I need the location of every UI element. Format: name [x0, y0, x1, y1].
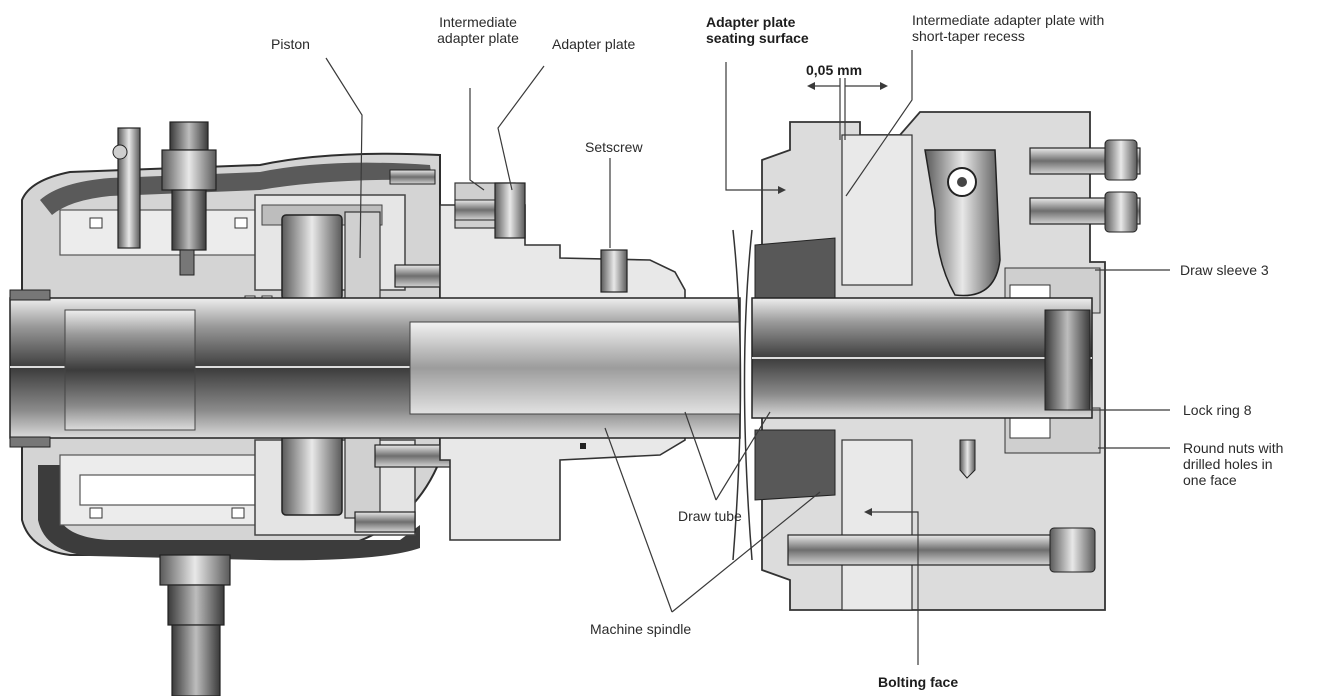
label-lock-ring: Lock ring 8: [1183, 402, 1252, 418]
label-round-nuts: Round nuts with drilled holes in one fac…: [1183, 440, 1283, 488]
label-draw-sleeve: Draw sleeve 3: [1180, 262, 1269, 278]
label-bolting-face: Bolting face: [878, 674, 959, 690]
piston-shape: [281, 211, 381, 519]
label-line: Intermediate: [439, 14, 517, 30]
label-intermediate-adapter-plate: Intermediate adapter plate: [408, 14, 548, 46]
label-clearance: 0,05 mm: [806, 62, 863, 78]
leader-arrowheads: [778, 82, 888, 516]
label-line: seating surface: [706, 30, 809, 46]
label-piston: Piston: [271, 36, 310, 52]
hydraulic-fittings: [112, 121, 217, 276]
label-draw-tube: Draw tube: [678, 508, 742, 524]
draw-tube-right: [751, 297, 1093, 419]
label-line: short-taper recess: [912, 28, 1025, 44]
label-adapter-plate: Adapter plate: [552, 36, 636, 52]
label-intermediate-adapter-plate-recess: Intermediate adapter plate with short-ta…: [912, 12, 1104, 44]
label-line: Adapter plate: [706, 14, 796, 30]
label-line: Intermediate adapter plate with: [912, 12, 1105, 28]
bottom-hose-connection: [159, 554, 231, 696]
draw-tube-left: [9, 289, 741, 448]
label-setscrew: Setscrew: [585, 139, 643, 155]
label-line: Round nuts with: [1183, 440, 1284, 456]
label-line: adapter plate: [437, 30, 519, 46]
label-adapter-plate-seating-surface: Adapter plate seating surface: [706, 14, 809, 46]
leader-lines: [325, 50, 1170, 665]
break-lines: [732, 229, 753, 561]
label-machine-spindle: Machine spindle: [590, 621, 692, 637]
label-line: one face: [1183, 472, 1237, 488]
label-line: drilled holes in: [1183, 456, 1273, 472]
